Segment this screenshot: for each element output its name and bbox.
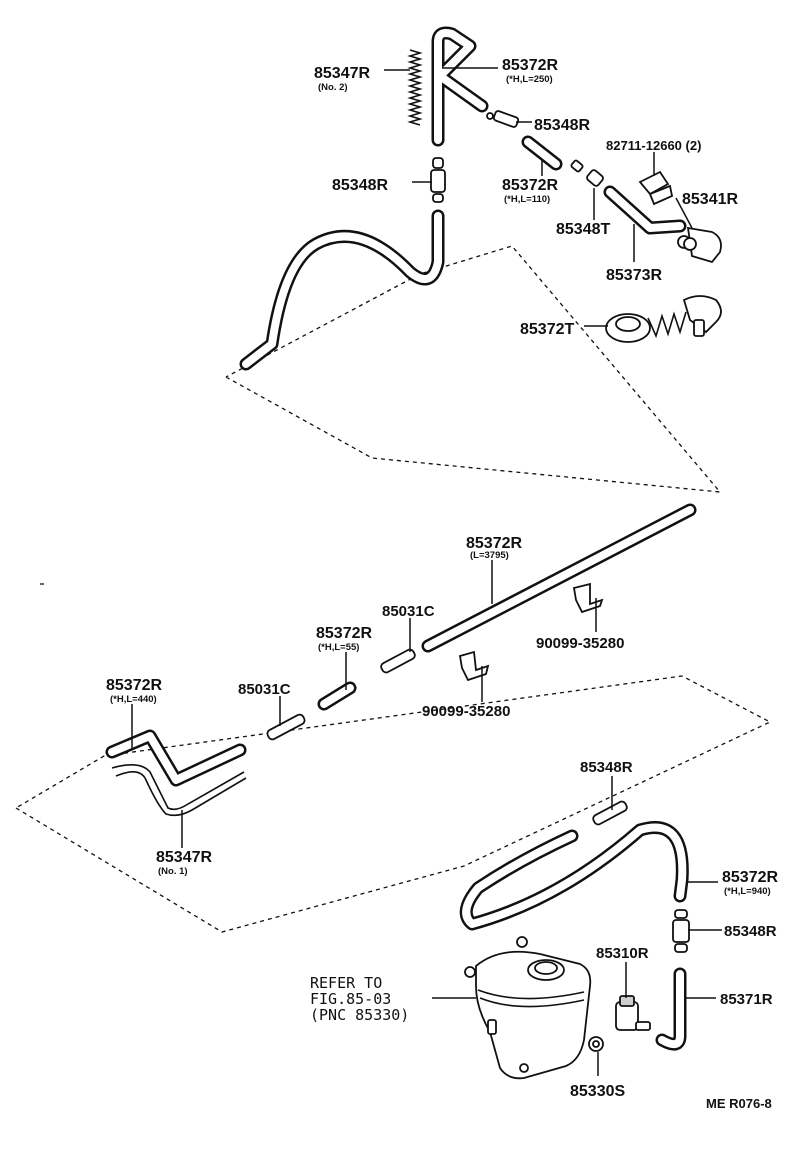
hose-85372r-110 — [521, 135, 563, 171]
label-85341r: 85341R — [682, 191, 738, 208]
label-85347r-bot: 85347R — [156, 849, 212, 866]
hose-85371r — [655, 967, 687, 1051]
hose-85373r — [603, 185, 687, 235]
label-85348t: 85348T — [556, 221, 610, 238]
label-85347r-top-sub: (No. 2) — [318, 82, 348, 93]
label-85372r-940-sub: (*H,L=940) — [724, 886, 771, 897]
label-85372r-55: 85372R — [316, 625, 372, 642]
label-85371r: 85371R — [720, 991, 773, 1008]
connector-85348r-d — [672, 909, 690, 953]
spring-85347r-no1 — [111, 764, 247, 817]
label-85031c-a: 85031C — [382, 603, 435, 620]
hose-85372r-940 — [459, 821, 689, 931]
clip-90099-a — [572, 582, 604, 614]
label-85372r-top-sub: (*H,L=250) — [506, 74, 553, 85]
clip-90099-b — [458, 650, 490, 682]
label-85372r-3795: 85372R — [466, 535, 522, 552]
hose-curved-upper — [239, 209, 445, 371]
label-refer-line3: (PNC 85330) — [310, 1006, 409, 1024]
label-refer-line1: REFER TO — [310, 974, 382, 992]
nozzle-85341r — [677, 226, 722, 264]
label-90099-a: 90099-35280 — [536, 635, 624, 652]
connector-85348r-a — [486, 110, 520, 128]
connector-85348r-b — [430, 157, 446, 203]
connector-85348r-c — [592, 800, 628, 826]
label-85347r-bot-sub: (No. 1) — [158, 866, 188, 877]
label-85348r-b: 85348R — [332, 177, 388, 194]
washer-tank — [464, 936, 592, 1080]
label-85348r-a: 85348R — [534, 117, 590, 134]
label-85031c-b: 85031C — [238, 681, 291, 698]
label-85310r: 85310R — [596, 945, 649, 962]
grommet-85330s — [588, 1036, 604, 1052]
leader-lines — [131, 67, 722, 1076]
label-85372r-55-sub: (*H,L=55) — [318, 642, 359, 653]
label-85372r-440-sub: (*H,L=440) — [110, 694, 157, 705]
connector-85031c-b — [266, 713, 306, 741]
label-refer-line2: FIG.85-03 — [310, 990, 391, 1008]
label-85372t: 85372T — [520, 321, 574, 338]
label-85372r-110-sub: (*H,L=110) — [504, 194, 550, 205]
label-90099-b: 90099-35280 — [422, 703, 510, 720]
connector-85031c-a — [380, 648, 416, 674]
connector-85348t — [570, 159, 604, 187]
figure-code: ME R076-8 — [706, 1096, 772, 1111]
label-85372r-110: 85372R — [502, 177, 558, 194]
label-85373r: 85373R — [606, 267, 662, 284]
hose-85372r-3795 — [421, 503, 697, 653]
label-85372r-940: 85372R — [722, 869, 778, 886]
label-82711-12660: 82711-12660 (2) — [606, 138, 701, 153]
label-85330s: 85330S — [570, 1083, 625, 1100]
spring-85347r-no2 — [407, 49, 423, 126]
label-85348r-c: 85348R — [580, 759, 633, 776]
hose-85372r-top — [431, 26, 489, 147]
hose-85372r-440 — [105, 729, 247, 787]
label-85348r-d: 85348R — [724, 923, 777, 940]
dashed-boundary-lower — [15, 675, 772, 933]
grommet-85372t — [605, 295, 722, 343]
dashed-boundary-upper — [225, 245, 722, 493]
label-85347r-top: 85347R — [314, 65, 370, 82]
hose-85372r-55 — [317, 681, 357, 711]
pump-85310r — [615, 995, 651, 1031]
label-85372r-top: 85372R — [502, 57, 558, 74]
label-85372r-3795-sub: (L=3795) — [470, 550, 509, 561]
label-85372r-440: 85372R — [106, 677, 162, 694]
clip-82711 — [638, 170, 674, 206]
